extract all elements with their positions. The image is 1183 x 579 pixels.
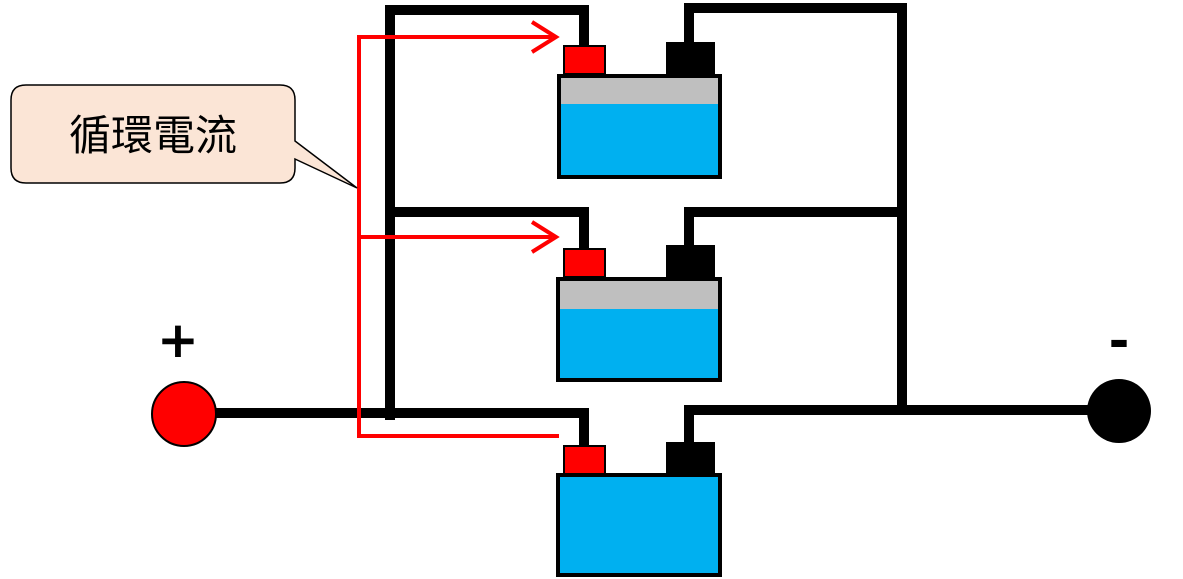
circulating-current-callout: 循環電流 (10, 84, 358, 189)
circulating-current-path (357, 20, 560, 438)
middle-negative-lead (684, 207, 907, 256)
bottom-negative-lead (684, 405, 907, 452)
positive-post (563, 45, 606, 75)
negative-sign: - (1109, 312, 1130, 370)
arrow-head-middle (530, 220, 560, 254)
positive-terminal-dot (151, 381, 217, 447)
arrow-head-top (530, 20, 560, 54)
middle-positive-lead (385, 207, 589, 256)
battery-empty-band (561, 78, 718, 104)
battery-empty-band (560, 281, 718, 309)
top-positive-lead (385, 5, 589, 53)
battery-top (557, 42, 722, 179)
positive-terminal: + (151, 311, 217, 447)
negative-post (666, 245, 715, 280)
negative-post (666, 42, 715, 77)
callout-label: 循環電流 (69, 111, 237, 160)
positive-post (563, 445, 606, 475)
positive-sign: + (157, 311, 199, 369)
positive-post (563, 248, 606, 278)
negative-terminal-dot (1087, 379, 1151, 443)
wiring (205, 3, 1100, 452)
callout-bubble (10, 84, 358, 189)
negative-post (666, 442, 715, 477)
bottom-positive-lead (385, 408, 589, 452)
battery-middle (556, 245, 722, 382)
battery-bottom (556, 442, 722, 577)
battery-body (556, 473, 722, 577)
negative-terminal: - (1087, 312, 1151, 443)
top-negative-lead (684, 3, 907, 53)
